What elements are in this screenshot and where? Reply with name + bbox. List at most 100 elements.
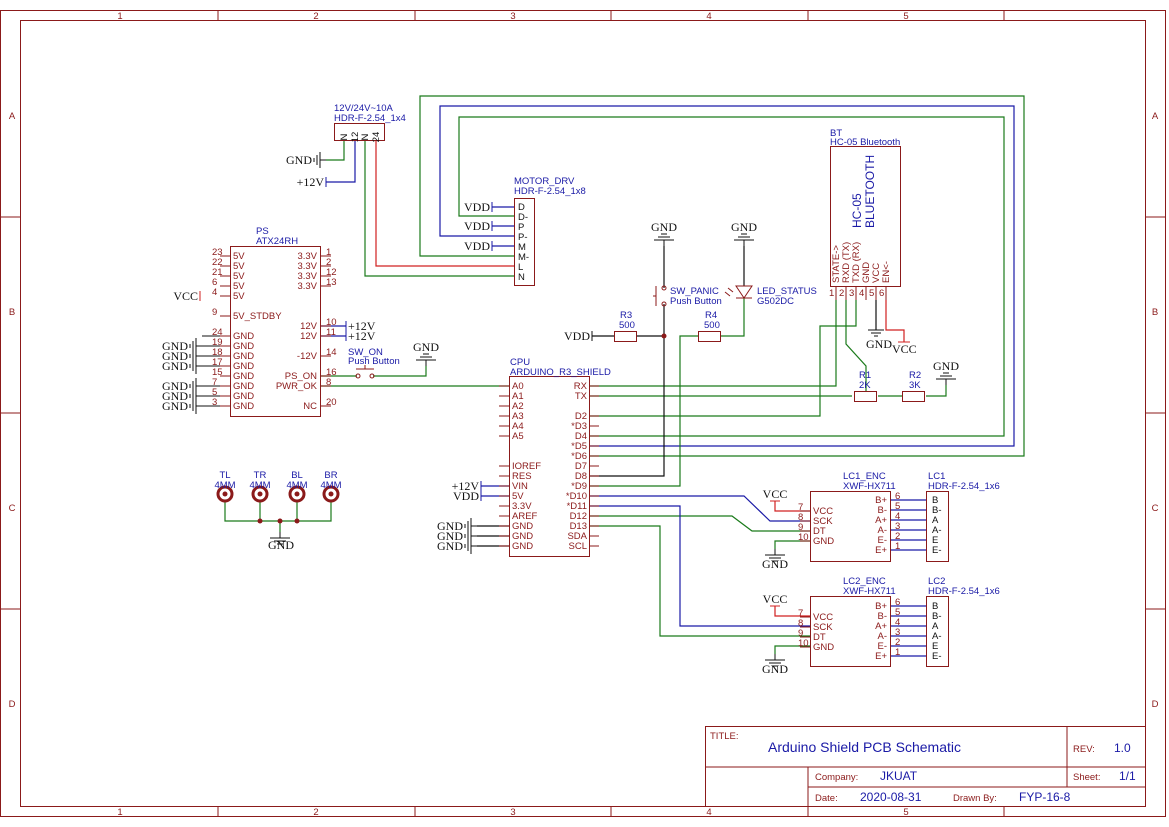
row-label-b-right: B [1152,307,1158,318]
bt-pin-num: 1 [829,288,834,299]
cpu-pin-label: SCL [569,541,587,552]
hole-value: 4MM [249,480,270,491]
cpu-pin-label: D8 [575,471,587,482]
gnd-label: GND [286,153,312,167]
title-value: Arduino Shield PCB Schematic [768,739,961,755]
hole-icon [216,485,234,503]
cpu-pin-label: A4 [512,421,524,432]
enc-pin-label: GND [813,536,834,547]
header-pin-label: A- [932,631,942,642]
net-label: +12V [297,175,325,189]
enc-pin-num: 10 [798,638,809,649]
header-pin-label: E [932,641,938,652]
ps-pin-num: 5 [212,387,217,398]
lc2-ref: LC2 [928,576,945,587]
date-value: 2020-08-31 [860,790,922,804]
col-label-1-bottom: 1 [117,807,122,818]
ps-pin-num: 11 [326,327,336,338]
hole-icon [288,485,306,503]
ps-pin-num: 2 [326,257,331,268]
gnd-label: GND [162,399,188,413]
enc-pin-label: B- [878,611,888,622]
sw-panic-ref: SW_PANIC [670,286,719,297]
cpu-pin-label: GND [512,531,533,542]
power-pin-3: N [360,133,371,140]
col-label-4-bottom: 4 [706,807,711,818]
enc-pin-num: 3 [895,627,900,638]
col-label-3-bottom: 3 [510,807,515,818]
net-label: VDD [464,239,490,253]
power-header-value: 12V/24V~10A [334,103,394,114]
sw-on-button: SW_ON Push Button [348,347,400,379]
header-pin-label: B- [932,611,942,622]
hole-value: 4MM [320,480,341,491]
enc-pin-label: SCK [813,516,833,527]
lc1-header: LC1 HDR-F-2.54_1x6 BB-AA-EE- [926,471,1000,562]
enc-pin-num: 7 [798,608,803,619]
gnd-label: GND [162,379,188,393]
ps-pin-num: 1 [326,247,331,258]
enc-pin-label: DT [813,632,826,643]
bt-pin-num: 4 [859,288,864,299]
wires [224,95,1025,657]
net-label: +12V [348,329,376,343]
gnd-label: GND [762,557,788,571]
cpu-ref: CPU [510,357,530,368]
motor-ref: MOTOR_DRV [514,176,575,187]
cpu-value: ARDUINO_R3_SHIELD [510,367,611,378]
lc2-header: LC2 HDR-F-2.54_1x6 BB-AA-EE- [926,576,1000,667]
hole-value: 4MM [214,480,235,491]
cpu-pin-label: *D11 [567,501,587,512]
ps-pin-label: GND [233,331,254,342]
header-pin-label: A [932,621,939,632]
sw-panic-value: Push Button [670,296,722,307]
enc-pin-num: 1 [895,541,900,552]
drawn-label: Drawn By: [953,793,997,804]
enc-pin-label: DT [813,526,826,537]
gnd-label: GND [762,662,788,676]
cpu-pin-label: VIN [512,481,528,492]
bt-pin-label: TXD (RX) [851,242,862,283]
col-label-4: 4 [706,11,711,22]
power-pin-4: 24 [371,132,382,143]
bt-value: HC-05 Bluetooth [830,137,900,148]
sw-panic-button: SW_PANIC Push Button [653,285,722,307]
enc-pin-num: 8 [798,512,803,523]
ps-pin-num: 7 [212,377,217,388]
bt-pin-label: RXD (TX) [841,242,852,283]
vcc-label: VCC [763,487,788,501]
gnd-label: GND [866,337,892,351]
gnd-label: GND [437,529,463,543]
power-pin-2: 12 [350,132,361,143]
hole-ref: TR [254,470,267,481]
ps-pin-label: GND [233,381,254,392]
cpu-pin-label: D2 [575,411,587,422]
enc-pin-label: B+ [875,601,887,612]
ps-pin-label: GND [233,351,254,362]
col-label-2: 2 [313,11,318,22]
motor-driver-header: MOTOR_DRV HDR-F-2.54_1x8 D D- P P- M M- … [514,176,586,286]
enc-pin-num: 9 [798,628,803,639]
lc2-enc-value: XWF-HX711 [843,586,896,597]
hole-ref: BR [324,470,337,481]
cpu-pin-label: D12 [570,511,587,522]
header-pin-label: B [932,495,938,506]
ps-pin-label: GND [233,371,254,382]
bt-body-2: BLUETOOTH [863,155,877,228]
ps-pin-label: 5V [233,291,245,302]
enc-pin-num: 6 [895,597,900,608]
ps-pin-num: 13 [326,277,337,288]
cpu-pin-label: D4 [575,431,587,442]
gnd-label: GND [162,389,188,403]
enc-pin-num: 1 [895,647,900,658]
ps-pin-num: 17 [212,357,223,368]
header-pin-label: E [932,535,938,546]
r1-value: 2K [859,380,871,391]
cpu-pin-label: RES [512,471,532,482]
cpu-pin-label: A5 [512,431,524,442]
ps-pin-label: 5V [233,261,245,272]
